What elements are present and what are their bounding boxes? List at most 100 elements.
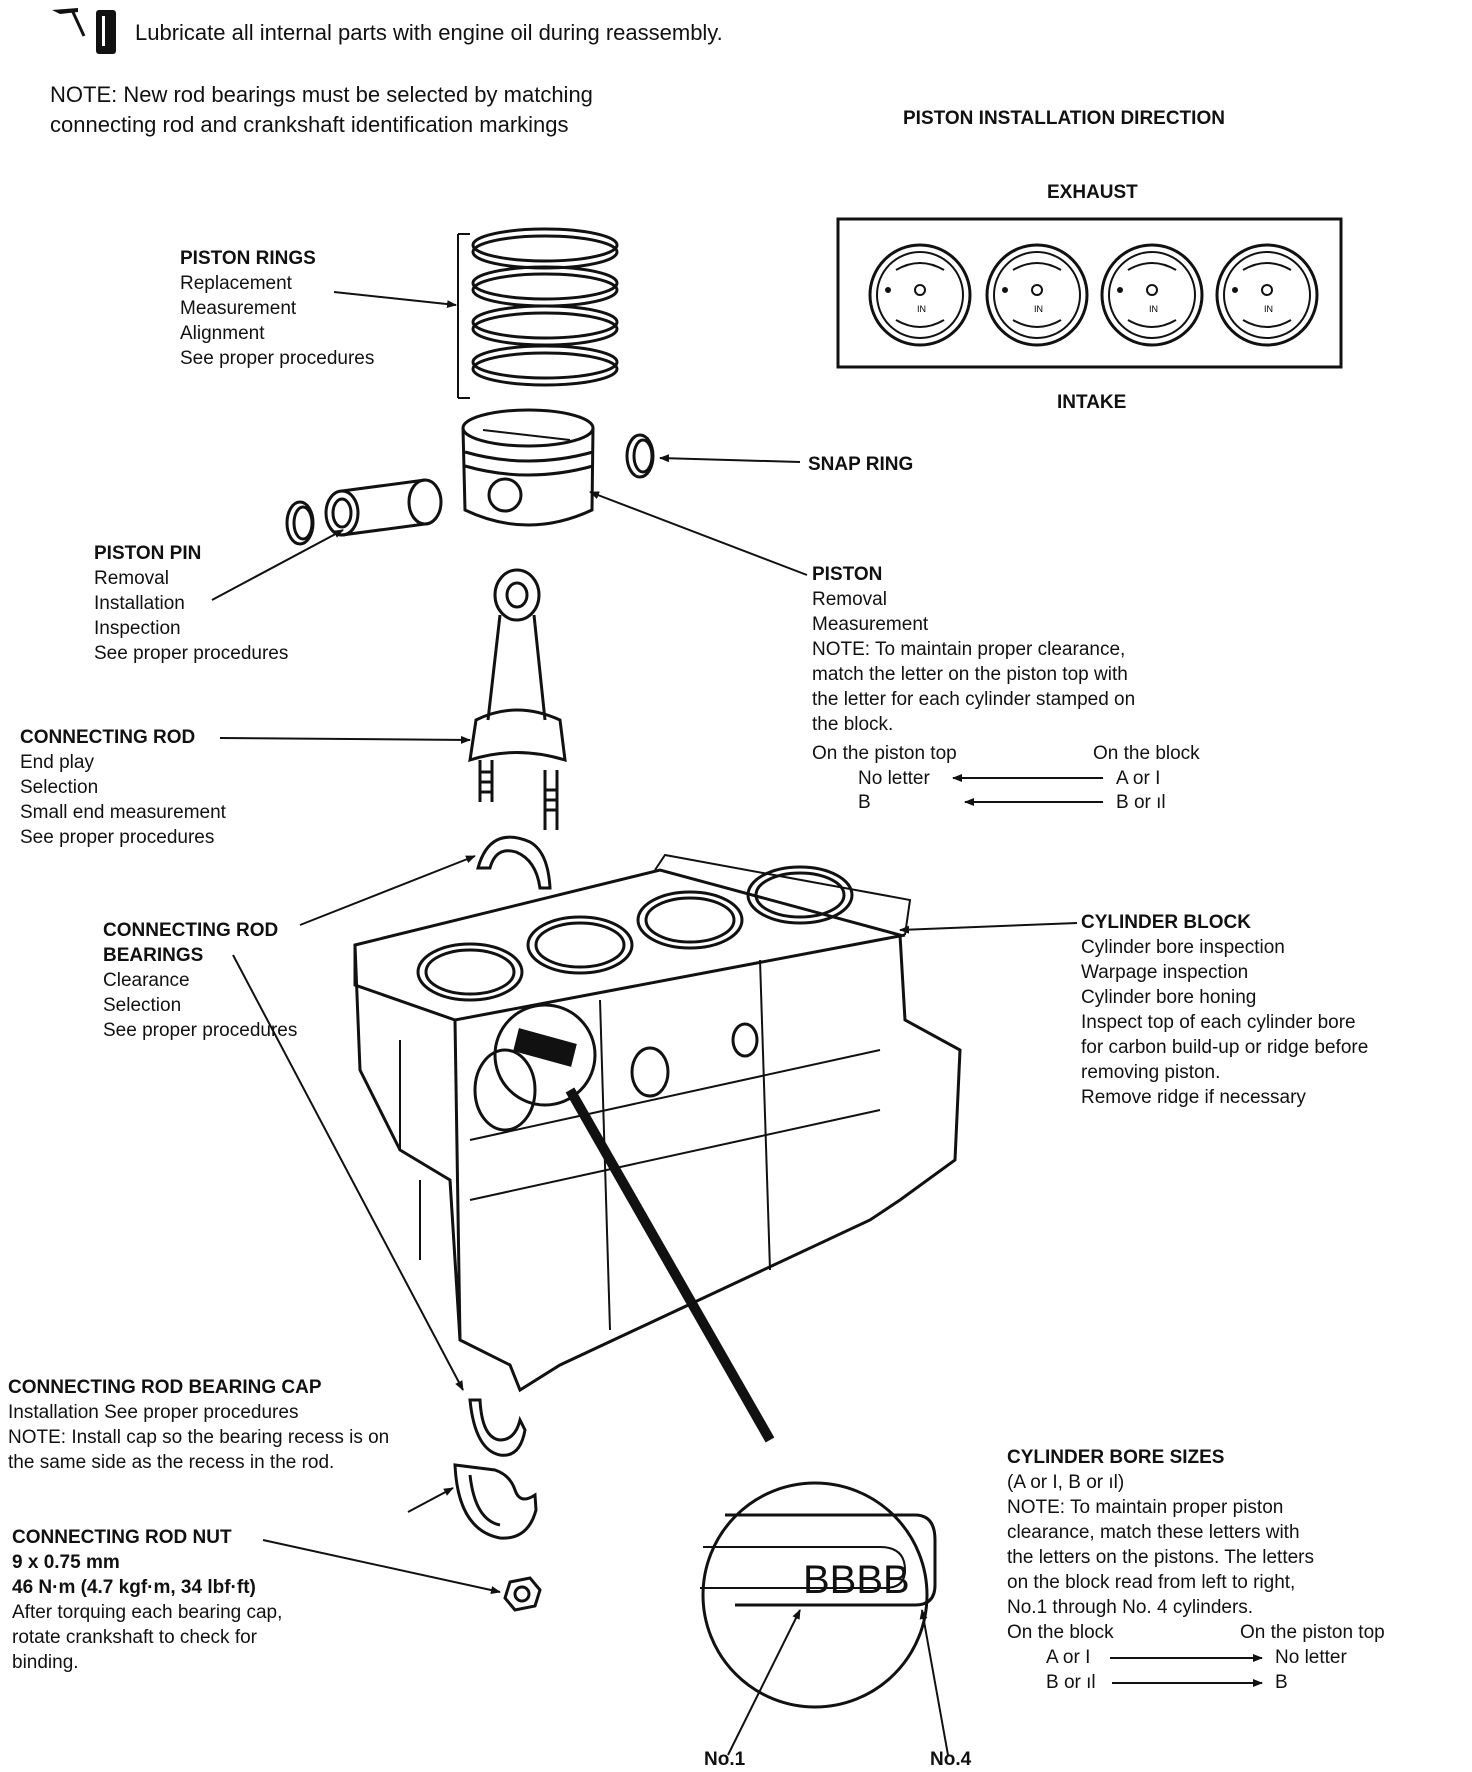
piston-line-4: match the letter on the piston top with [812,664,1128,685]
rod-nut-torque: 46 N·m (4.7 kgf·m, 34 lbf·ft) [12,1577,256,1598]
rod-bearings-title-line-2: BEARINGS [103,945,204,966]
piston-pin-drawing [324,478,443,537]
rod-nut-drawing [503,1576,542,1612]
connecting-rod-drawing [468,568,567,830]
block-stamp-letters: BBBB [803,1558,910,1602]
in-mark-1: IN [917,304,926,314]
rod-nut-title: CONNECTING ROD NUT [12,1527,232,1548]
piston-top-4 [1215,243,1319,347]
piston-pin-line-1: Removal [94,568,169,589]
snap-ring-label: SNAP RING [808,454,914,475]
bore-sizes-line-6: No.1 through No. 4 cylinders. [1007,1597,1254,1618]
piston-pin-line-4: See proper procedures [94,643,289,664]
rod-nut-thread-size: 9 x 0.75 mm [12,1552,120,1573]
piston-line-5: the letter for each cylinder stamped on [812,689,1136,710]
bearing-cap-line-3: the same side as the recess in the rod. [8,1452,335,1473]
connecting-rod-line-4: See proper procedures [20,827,215,848]
piston-direction-title: PISTON INSTALLATION DIRECTION [903,108,1225,129]
bore-sizes-line-3: clearance, match these letters with [1007,1522,1300,1543]
connecting-rod-title: CONNECTING ROD [20,727,196,748]
rod-bearings-title-line-1: CONNECTING ROD [103,920,279,941]
connecting-rod-line-3: Small end measurement [20,802,226,823]
piston-row-1-right: A or I [1116,768,1161,789]
connecting-rod-line-1: End play [20,752,94,773]
piston-row-2-left: B [858,792,871,813]
block-stamp-callout [493,1003,937,1709]
cylinder-block-line-6: removing piston. [1081,1062,1221,1083]
bore-sizes-title: CYLINDER BORE SIZES [1007,1447,1225,1468]
connecting-rod-label: CONNECTING ROD End play Selection Small … [20,725,226,850]
rod-bearing-note-line-2: connecting rod and crankshaft identifica… [50,112,569,137]
intake-label: INTAKE [1057,392,1127,413]
piston-pin-title: PISTON PIN [94,543,202,564]
bore-row-1-right: No letter [1275,1647,1347,1668]
piston-top-1 [868,243,972,347]
exhaust-label: EXHAUST [1047,182,1138,203]
cylinder-block-line-5: for carbon build-up or ridge before [1081,1037,1369,1058]
rod-bearings-label: CONNECTING ROD BEARINGS Clearance Select… [103,918,297,1043]
piston-pin-label: PISTON PIN Removal Installation Inspecti… [94,541,288,666]
piston-direction-box: IN IN IN IN [836,217,1343,369]
bearing-cap-label: CONNECTING ROD BEARING CAP Installation … [8,1375,389,1475]
rod-nut-label: CONNECTING ROD NUT 9 x 0.75 mm 46 N·m (4… [12,1525,282,1675]
service-manual-icon [52,8,116,54]
piston-pin-line-3: Inspection [94,618,181,639]
bearing-cap-line-2: NOTE: Install cap so the bearing recess … [8,1427,390,1448]
leader-lines [211,291,1263,1756]
piston-pin-line-2: Installation [94,593,185,614]
bore-row-1-left: A or I [1046,1647,1091,1668]
cylinder-block-line-1: Cylinder bore inspection [1081,937,1285,958]
snap-ring-left [285,500,315,546]
piston-title: PISTON [812,564,883,585]
piston-rings-line-3: Alignment [180,323,265,344]
bore-sizes-line-1: (A or I, B or ıl) [1007,1472,1125,1493]
piston-rings-drawing [457,227,619,399]
piston-label: PISTON Removal Measurement NOTE: To main… [812,562,1135,737]
rod-bearing-note: NOTE: New rod bearings must be selected … [50,80,593,140]
cylinder-block-label: CYLINDER BLOCK Cylinder bore inspection … [1081,910,1368,1110]
cylinder-block-line-7: Remove ridge if necessary [1081,1087,1306,1108]
in-mark-3: IN [1149,304,1158,314]
piston-row-1-left: No letter [858,768,930,789]
rod-nut-line-2: rotate crankshaft to check for [12,1627,258,1648]
cylinder-block-line-2: Warpage inspection [1081,962,1249,983]
piston-col-head-left: On the piston top [812,743,957,764]
bore-sizes-line-4: the letters on the pistons. The letters [1007,1547,1314,1568]
bore-row-2-right: B [1275,1672,1288,1693]
bore-row-2-left: B or ıl [1046,1672,1096,1693]
lower-bearing-shell [468,1398,527,1457]
cylinder-no4-label: No.4 [930,1749,972,1770]
rod-bearings-line-3: See proper procedures [103,1020,298,1041]
upper-bearing-shell [476,835,552,890]
piston-drawing [461,408,595,527]
piston-top-3 [1100,243,1204,347]
piston-top-2 [985,243,1089,347]
bore-col-head-left: On the block [1007,1622,1114,1643]
bore-sizes-label: CYLINDER BORE SIZES (A or I, B or ıl) NO… [1007,1445,1314,1620]
connecting-rod-line-2: Selection [20,777,99,798]
in-mark-2: IN [1034,304,1043,314]
piston-rings-line-4: See proper procedures [180,348,375,369]
bearing-cap-drawing [453,1463,538,1540]
bore-sizes-line-2: NOTE: To maintain proper piston [1007,1497,1284,1518]
cylinder-block-line-4: Inspect top of each cylinder bore [1081,1012,1356,1033]
cylinder-no1-label: No.1 [704,1749,746,1770]
piston-row-2-right: B or ıl [1116,792,1166,813]
piston-rings-label: PISTON RINGS Replacement Measurement Ali… [180,246,374,371]
snap-ring-right [625,433,655,479]
lubricate-instruction: Lubricate all internal parts with engine… [135,20,723,45]
bearing-cap-title: CONNECTING ROD BEARING CAP [8,1377,322,1398]
bore-sizes-line-5: on the block read from left to right, [1007,1572,1296,1593]
bearing-cap-line-1: Installation See proper procedures [8,1402,299,1423]
rod-nut-line-1: After torquing each bearing cap, [12,1602,283,1623]
piston-col-head-right: On the block [1093,743,1200,764]
piston-line-1: Removal [812,589,887,610]
cylinder-block-line-3: Cylinder bore honing [1081,987,1257,1008]
cylinder-block-title: CYLINDER BLOCK [1081,912,1251,933]
piston-line-6: the block. [812,714,894,735]
cylinder-block-drawing [353,853,962,1393]
bore-col-head-right: On the piston top [1240,1622,1385,1643]
rod-bearings-line-1: Clearance [103,970,190,991]
piston-line-2: Measurement [812,614,929,635]
